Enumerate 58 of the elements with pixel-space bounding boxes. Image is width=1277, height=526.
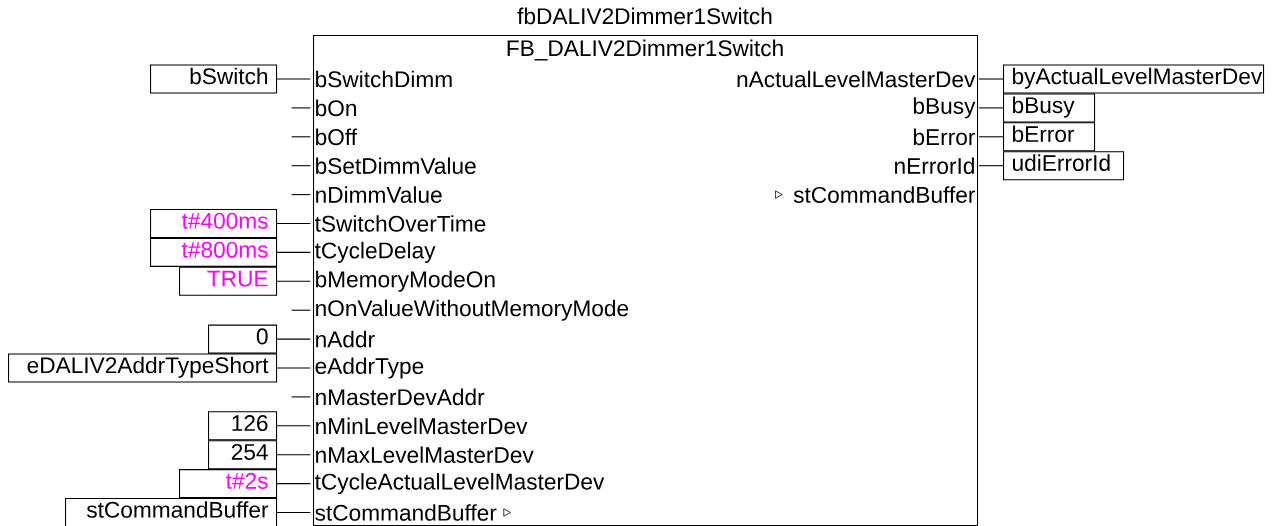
variable-box: t#2s — [179, 469, 278, 499]
block-type-name: FB_DALIV2Dimmer1Switch — [507, 39, 783, 61]
pin-name: stCommandBuffer — [793, 186, 975, 203]
pin-name: nActualLevelMasterDev — [737, 70, 976, 88]
wire — [978, 107, 1004, 109]
wire — [291, 309, 311, 311]
variable-box: eDALIV2AddrTypeShort — [8, 353, 278, 383]
wire — [276, 251, 311, 253]
wire — [276, 454, 311, 456]
pin-name: bMemoryModeOn — [316, 270, 495, 292]
wire — [276, 511, 311, 514]
pin-name: bOff — [316, 128, 358, 146]
pin-name: tSwitchOverTime — [314, 215, 486, 232]
wire — [978, 165, 1004, 167]
pin-name: bSwitchDimm — [316, 70, 452, 88]
variable-box: bError — [1003, 122, 1096, 152]
wire — [276, 425, 311, 427]
wire — [978, 78, 1004, 80]
wire — [276, 78, 311, 80]
pin-name: stCommandBuffer — [315, 504, 497, 521]
wire — [291, 136, 311, 138]
wire — [276, 280, 311, 282]
instance-name: fbDALIV2Dimmer1Switch — [517, 7, 772, 25]
pin-name: tCycleActualLevelMasterDev — [314, 473, 605, 495]
variable-box: t#800ms — [150, 237, 278, 267]
wire — [291, 396, 311, 398]
pin-name: nErrorId — [895, 157, 974, 175]
pin-name: bError — [913, 128, 976, 146]
variable-box: bSwitch — [150, 64, 278, 94]
variable-box: t#400ms — [150, 208, 278, 239]
pin-name: bOn — [316, 99, 356, 117]
pin-name: nOnValueWithoutMemoryMode — [316, 299, 629, 321]
variable-box: bBusy — [1003, 93, 1096, 123]
wire — [276, 483, 311, 485]
pin-name: bSetDimmValue — [316, 157, 476, 175]
variable-box: byActualLevelMasterDev — [1003, 64, 1265, 94]
variable-box: udiErrorId — [1003, 151, 1125, 181]
pin-name: nMinLevelMasterDev — [316, 417, 528, 435]
function-block — [313, 7, 979, 526]
wire — [291, 194, 311, 196]
variable-box: 0 — [208, 324, 278, 354]
pin-name: nAddr — [316, 330, 375, 348]
wire — [276, 222, 311, 225]
pin-name: nMaxLevelMasterDev — [316, 446, 534, 464]
variable-box: 126 — [208, 411, 278, 441]
wire — [291, 107, 311, 109]
variable-box: TRUE — [179, 266, 278, 296]
pin-name: tCycleDelay — [314, 241, 436, 263]
pin-name: nMasterDevAddr — [316, 388, 485, 406]
variable-box: 254 — [208, 440, 278, 470]
wire — [978, 136, 1004, 138]
pin-name: nDimmValue — [316, 186, 442, 203]
wire — [291, 165, 311, 167]
variable-box: stCommandBuffer — [65, 497, 278, 526]
pin-name: eAddrType — [315, 357, 424, 379]
wire — [276, 338, 311, 340]
pin-name: bBusy — [913, 97, 976, 119]
wire — [276, 367, 311, 369]
